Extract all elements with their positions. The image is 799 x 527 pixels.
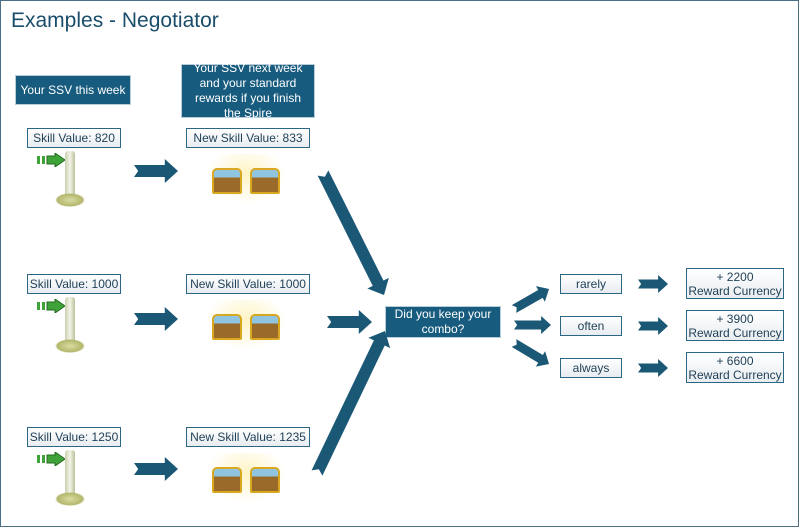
reward-amount: + 3900 [716, 311, 754, 326]
new-skill-value-box: New Skill Value: 1235 [186, 427, 310, 447]
flow-arrow [134, 307, 178, 331]
new-skill-value-box: New Skill Value: 833 [186, 128, 310, 148]
chests-icon [206, 453, 286, 503]
skill-value-box: Skill Value: 820 [27, 128, 121, 148]
branch-arrow [514, 316, 551, 334]
reward-amount: + 6600 [716, 353, 754, 368]
reward-amount: + 2200 [716, 269, 754, 284]
spire-tower-icon [55, 297, 85, 353]
branch-arrow [511, 286, 549, 313]
reward-arrow [638, 317, 668, 335]
header-next-week: Your SSV next week and your standard rew… [181, 61, 315, 120]
green-arrow-icon [37, 153, 66, 167]
spire-tower-icon [55, 151, 85, 207]
green-arrow-icon [37, 452, 66, 466]
flow-arrow [311, 331, 391, 476]
reward-arrow [638, 275, 668, 293]
green-arrow-icon [37, 299, 66, 313]
page-title: Examples - Negotiator [11, 9, 219, 32]
new-skill-value-box: New Skill Value: 1000 [186, 274, 310, 294]
question-box: Did you keep your combo? [385, 306, 501, 338]
outcome-box: rarely [560, 274, 622, 294]
outcome-box: always [560, 358, 622, 378]
flow-arrow [317, 170, 389, 295]
reward-currency: Reward Currency [688, 367, 782, 382]
header-this-week: Your SSV this week [15, 75, 131, 105]
reward-currency: Reward Currency [688, 283, 782, 298]
flow-arrow [134, 457, 178, 481]
skill-value-box: Skill Value: 1250 [27, 427, 121, 447]
spire-tower-icon [55, 450, 85, 506]
flow-arrow [327, 310, 372, 334]
skill-value-box: Skill Value: 1000 [27, 274, 121, 294]
branch-arrow [511, 339, 549, 367]
chests-icon [206, 300, 286, 350]
outcome-box: often [560, 316, 622, 336]
flow-arrow [134, 159, 178, 183]
reward-currency: Reward Currency [688, 325, 782, 340]
chests-icon [206, 154, 286, 204]
reward-arrow [638, 359, 668, 377]
